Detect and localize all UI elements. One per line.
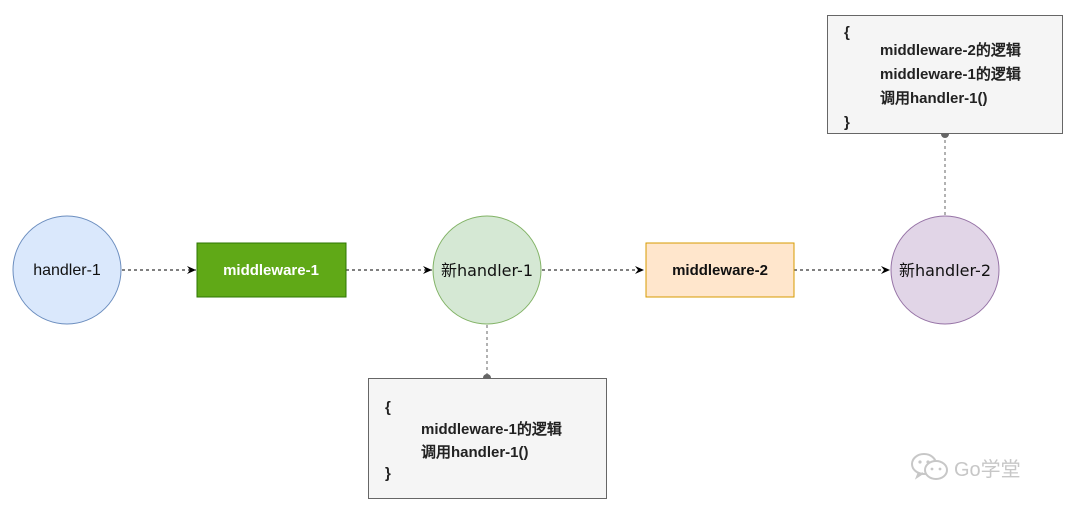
watermark-text: Go学堂 [954, 458, 1021, 481]
note-bottom-close-brace: } [385, 465, 391, 482]
note-top-line-3: 调用handler-1() [880, 90, 988, 107]
node-middleware-1[interactable]: middleware-1 [196, 242, 347, 298]
middleware-1-label: middleware-1 [223, 262, 319, 279]
middleware-2-label: middleware-2 [672, 262, 768, 279]
note-new-handler-2[interactable]: { middleware-2的逻辑 middleware-1的逻辑 调用hand… [827, 15, 1063, 134]
new-handler-1-label: 新handler-1 [441, 261, 533, 280]
note-top-line-1: middleware-2的逻辑 [880, 42, 1021, 59]
note-bottom-open-brace: { [385, 399, 391, 416]
note-bottom-line-1: middleware-1的逻辑 [421, 421, 562, 438]
note-top-close-brace: } [844, 114, 850, 131]
handler-1-circle [12, 215, 122, 325]
node-new-handler-1[interactable]: 新handler-1 [432, 215, 542, 325]
note-top-open-brace: { [844, 24, 850, 41]
note-bottom-line-2: 调用handler-1() [421, 444, 529, 461]
middleware-1-box [196, 242, 347, 298]
new-handler-2-label: 新handler-2 [899, 261, 991, 280]
node-handler-1[interactable]: handler-1 [12, 215, 122, 325]
note-new-handler-1[interactable]: { middleware-1的逻辑 调用handler-1() } [368, 378, 607, 499]
node-new-handler-2[interactable]: 新handler-2 [890, 215, 1000, 325]
wechat-icon [911, 453, 948, 480]
new-handler-1-circle [432, 215, 542, 325]
new-handler-2-circle [890, 215, 1000, 325]
handler-1-label: handler-1 [33, 262, 101, 279]
watermark: Go学堂 [910, 452, 1021, 482]
node-middleware-2[interactable]: middleware-2 [645, 242, 795, 298]
note-top-line-2: middleware-1的逻辑 [880, 66, 1021, 83]
middleware-2-box [645, 242, 795, 298]
